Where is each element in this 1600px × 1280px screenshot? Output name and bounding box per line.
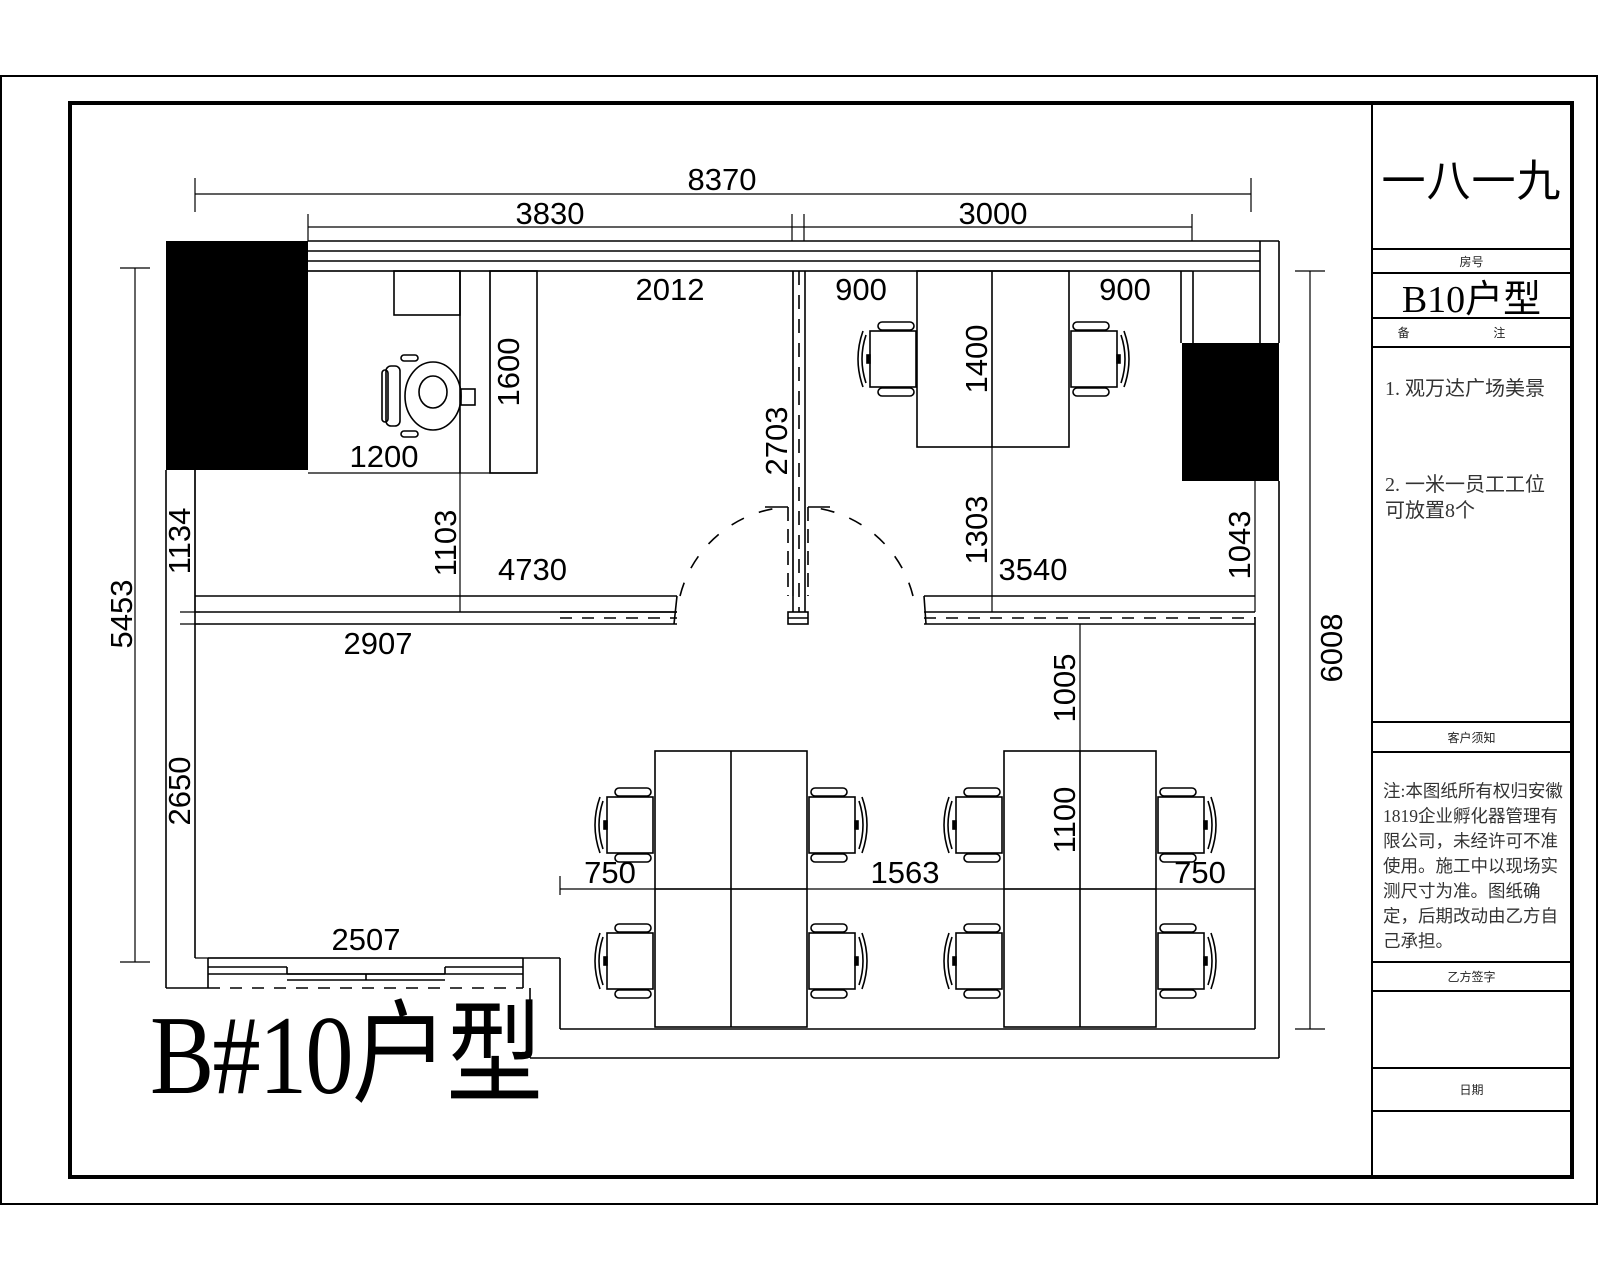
dim-middle-aisle: 1563 — [871, 855, 940, 890]
dim-desk-depth-right: 1400 — [959, 325, 994, 394]
notice-label: 客户须知 — [1373, 723, 1570, 753]
remark-item: 1. 观万达广场美景 — [1385, 378, 1545, 400]
sheet-outer-border — [0, 75, 1598, 1205]
bottom-wall — [523, 617, 1279, 1059]
dim-desk-depth-left: 1600 — [491, 338, 526, 407]
dim-right-overall-height: 6008 — [1314, 614, 1349, 683]
dim-left-wall-bottom: 2650 — [162, 757, 197, 826]
dim-edge-clearance-right: 750 — [1174, 855, 1226, 890]
dim-right-clearance: 1303 — [959, 496, 994, 565]
dim-edge-clearance-left: 750 — [584, 855, 636, 890]
workstation-chair — [594, 923, 654, 999]
date-field[interactable] — [1373, 1112, 1570, 1171]
workstation-chair — [594, 787, 654, 863]
dim-left-office-span: 4730 — [498, 552, 567, 587]
remark-item: 2. 一米一员工工位可放置8个 — [1385, 474, 1545, 522]
dim-overall-width: 8370 — [688, 162, 757, 197]
dim-right-office-right-gap: 900 — [1099, 272, 1151, 307]
dim-right-wall-clearance: 1043 — [1222, 511, 1257, 580]
dimension-lines — [120, 178, 1325, 1030]
dim-desk-width-left: 1200 — [350, 439, 419, 474]
room-no-label: 房号 — [1373, 250, 1570, 274]
workstation-chair — [943, 923, 1003, 999]
dim-top-left-span: 3830 — [516, 196, 585, 231]
sheet-inner-border — [68, 101, 1574, 1179]
remarks-label: 备 注 — [1373, 319, 1570, 348]
dim-left-clearance: 1103 — [428, 510, 463, 577]
remarks-list: 1. 观万达广场美景 2. 一米一员工工位可放置8个 — [1373, 348, 1570, 723]
office-chair — [857, 321, 917, 397]
window-bottom-left — [207, 957, 524, 989]
office-front-partition — [195, 595, 1255, 625]
dim-aisle-to-desks: 1005 — [1047, 654, 1082, 723]
dim-left-wall-top: 1134 — [162, 508, 197, 575]
workstation-chair — [1157, 787, 1217, 863]
workstation-chair — [943, 787, 1003, 863]
dim-right-office-left-gap: 900 — [835, 272, 887, 307]
remarks-label-text: 备 注 — [1397, 326, 1546, 340]
column-right — [1182, 343, 1279, 481]
signature-label: 乙方签字 — [1373, 963, 1570, 992]
workstation-chair — [808, 923, 868, 999]
notice-text: 注:本图纸所有权归安徽1819企业孵化器管理有限公司，未经许可不准使用。施工中以… — [1373, 753, 1570, 963]
column-left — [166, 241, 308, 470]
door-swing-right — [807, 506, 914, 597]
signature-field[interactable] — [1373, 992, 1570, 1069]
office-chair — [1070, 321, 1130, 397]
dim-left-overall-height: 5453 — [104, 580, 139, 649]
drawing-title: B#10户型 — [150, 994, 543, 1118]
dim-window-span: 2507 — [332, 922, 401, 957]
workstation-chair — [808, 787, 868, 863]
room-no-value: B10户型 — [1373, 274, 1570, 321]
door-swing-left — [679, 506, 789, 597]
executive-chair — [381, 354, 476, 438]
dim-top-right-span: 3000 — [959, 196, 1028, 231]
company-name: 一八一九 — [1373, 105, 1570, 250]
dim-corridor-wall-span: 2907 — [344, 626, 413, 661]
date-label: 日期 — [1373, 1069, 1570, 1112]
dim-right-office-span: 3540 — [999, 552, 1068, 587]
dim-left-office-width: 2012 — [636, 272, 705, 307]
workstation-chair — [1157, 923, 1217, 999]
dim-partition-height: 2703 — [759, 407, 794, 476]
dim-desk-group-depth: 1100 — [1047, 787, 1082, 854]
title-block: 一八一九 房号 B10户型 备 注 1. 观万达广场美景 2. 一米一员工工位可… — [1371, 105, 1570, 1175]
